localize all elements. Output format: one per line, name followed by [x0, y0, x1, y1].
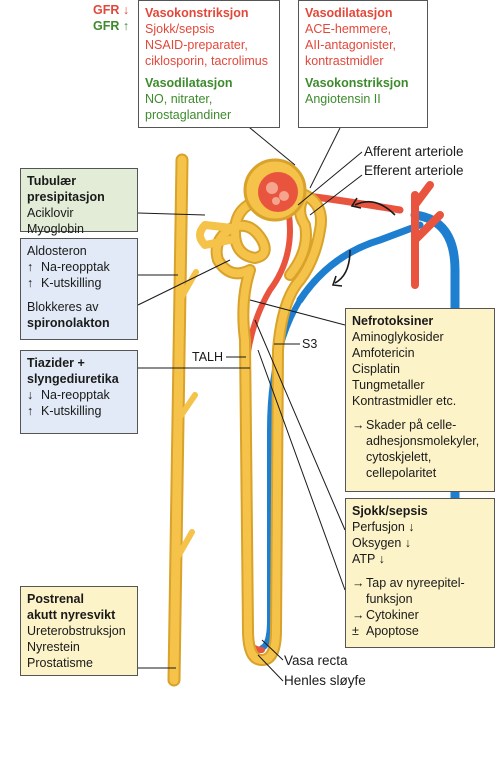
shock-sepsis-box: Sjokk/sepsis Perfusjon ↓ Oksygen ↓ ATP ↓…: [345, 498, 495, 648]
vasodilation-item: ACE-hemmere,: [305, 22, 392, 36]
nephrotoxin-item: Kontrastmidler etc.: [352, 394, 457, 408]
vasoconstriction-item: Angiotensin II: [305, 92, 381, 106]
vasodilation-item: prostaglandiner: [145, 108, 232, 122]
nephrotoxin-effect: cytoskjelett,: [366, 450, 432, 464]
postrenal-box: Postrenal akutt nyresvikt Ureterobstruks…: [20, 586, 138, 676]
arrow-down-icon: ↓: [27, 388, 34, 402]
plus-minus-icon: ±: [352, 624, 359, 638]
aldosterone-item: K-utskilling: [41, 276, 102, 290]
shock-item: ATP ↓: [352, 552, 385, 566]
shock-effect: Tap av nyreepitel-: [366, 576, 465, 590]
thiazide-item: Na-reopptak: [41, 388, 110, 402]
nephrotoxin-item: Aminoglykosider: [352, 330, 444, 344]
postrenal-item: Nyrestein: [27, 640, 80, 654]
tubular-heading: Tubulær: [27, 174, 77, 188]
vasodilation-heading: Vasodilatasjon: [145, 76, 233, 90]
vasoconstriction-item: ciklosporin, tacrolimus: [145, 54, 268, 68]
arrow-up-icon: ↑: [27, 260, 34, 274]
henle-loop-label: Henles sløyfe: [284, 673, 366, 688]
arrow-right-icon: →: [352, 608, 365, 622]
leader-lines: [137, 94, 363, 682]
vasodilation-box: Vasodilatasjon ACE-hemmere, AII-antagoni…: [298, 0, 428, 128]
thiazide-box: Tiazider + slyngediuretika ↓Na-reopptak …: [20, 350, 138, 434]
thiazide-heading: Tiazider +: [27, 356, 85, 370]
arrow-up-icon: ↑: [27, 276, 34, 290]
shock-effect: Apoptose: [366, 624, 419, 638]
nephrotoxin-heading: Nefrotoksiner: [352, 314, 434, 328]
vasodilation-heading: Vasodilatasjon: [305, 6, 393, 20]
vasoconstriction-box: Vasokonstriksjon Sjokk/sepsis NSAID-prep…: [138, 0, 280, 128]
nephrotoxin-effect: Skader på celle-: [366, 418, 457, 432]
spironolactone-label: spironolakton: [27, 316, 110, 330]
shock-effect: Cytokiner: [366, 608, 419, 622]
nephrotoxin-effect: cellepolaritet: [366, 466, 437, 480]
vasoconstriction-item: Sjokk/sepsis: [145, 22, 215, 36]
postrenal-item: Prostatisme: [27, 656, 93, 670]
gfr-down-label: GFR ↓: [93, 3, 130, 17]
nephrotoxin-box: Nefrotoksiner Aminoglykosider Amfoterici…: [345, 308, 495, 492]
flow-arrows: [331, 197, 396, 287]
shock-effect: funksjon: [366, 592, 413, 606]
tubular-item: Myoglobin: [27, 222, 84, 236]
vasoconstriction-heading: Vasokonstriksjon: [145, 6, 249, 20]
nephrotoxin-item: Amfotericin: [352, 346, 415, 360]
tubular-item: Aciklovir: [27, 206, 74, 220]
aldosterone-box: Aldosteron ↑ Na-reopptak ↑ K-utskilling Bl…: [20, 238, 138, 340]
vasoconstriction-heading: Vasokonstriksjon: [305, 76, 409, 90]
vasoconstriction-item: NSAID-preparater,: [145, 38, 248, 52]
collecting-duct: [167, 153, 199, 687]
efferent-arteriole-label: Efferent arteriole: [364, 163, 464, 178]
talh-label: TALH: [192, 350, 224, 364]
nephrotoxin-effect: adhesjonsmolekyler,: [366, 434, 480, 448]
shock-heading: Sjokk/sepsis: [352, 504, 428, 518]
gfr-up-label: GFR ↑: [93, 19, 130, 33]
s3-label: S3: [302, 337, 318, 351]
nephrotoxin-item: Cisplatin: [352, 362, 400, 376]
postrenal-heading: Postrenal: [27, 592, 84, 606]
tubular-heading: presipitasjon: [27, 190, 105, 204]
arrow-right-icon: →: [352, 418, 365, 432]
shock-item: Oksygen ↓: [352, 536, 412, 550]
nephron-tubule: [196, 189, 327, 666]
vasodilation-item: AII-antagonister,: [305, 38, 397, 52]
blocked-by-label: Blokkeres av: [27, 300, 99, 314]
arrow-right-icon: →: [352, 576, 365, 590]
postrenal-item: Ureterobstruksjon: [27, 624, 126, 638]
nephrotoxin-item: Tungmetaller: [352, 378, 425, 392]
thiazide-item: K-utskilling: [41, 404, 102, 418]
glomerulus: [243, 158, 307, 222]
afferent-arteriole-label: Afferent arteriole: [364, 144, 464, 159]
arrow-up-icon: ↑: [27, 404, 34, 418]
thiazide-heading: slyngediuretika: [27, 372, 119, 386]
vasa-recta-label: Vasa recta: [284, 653, 348, 668]
vasodilation-item: NO, nitrater,: [145, 92, 213, 106]
shock-item: Perfusjon ↓: [352, 520, 415, 534]
tubular-precipitation-box: Tubulær presipitasjon Aciklovir Myoglobi…: [20, 168, 138, 236]
vasodilation-item: kontrastmidler: [305, 54, 384, 68]
aldosterone-item: Aldosteron: [27, 244, 87, 258]
aldosterone-item: Na-reopptak: [41, 260, 110, 274]
postrenal-heading: akutt nyresvikt: [27, 608, 116, 622]
